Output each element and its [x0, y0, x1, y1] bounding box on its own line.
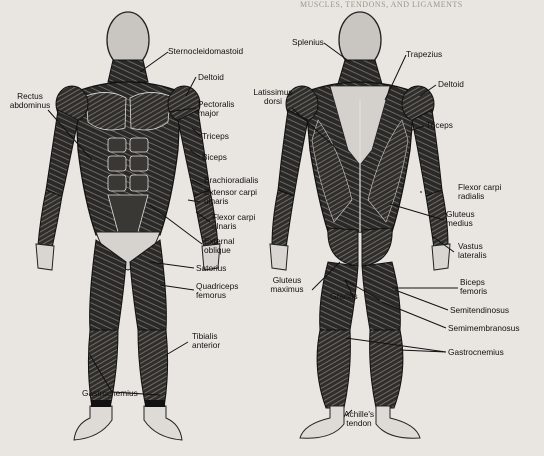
label-flexor-ulnaris-line2: ulnaris: [212, 222, 255, 231]
anterior-forearm-left: [38, 190, 62, 248]
label-brachioradialis: Brachioradialis: [204, 176, 258, 185]
label-gluteus-maximus: Gluteus maximus: [264, 276, 310, 294]
label-trapezius: Trapezius: [406, 50, 442, 59]
posterior-glute-left: [328, 228, 358, 266]
label-extensor-line2: ulnaris: [204, 197, 257, 206]
label-biceps-femoris: Biceps femoris: [460, 278, 487, 296]
label-external-oblique: External oblique: [204, 237, 234, 255]
label-flexor-carpi-radialis: Flexor carpi radialis: [458, 183, 501, 201]
posterior-thigh-right: [362, 262, 400, 330]
label-rectus-abdominus-line2: abdominus: [8, 101, 52, 110]
label-splenius: Splenius: [292, 38, 324, 47]
anterior-upper-arm-left: [46, 110, 78, 196]
label-triceps-posterior: Triceps: [426, 121, 453, 130]
posterior-foot-right: [376, 406, 420, 438]
label-sternocleidomastoid: Sternocleidomastoid: [168, 47, 243, 56]
anterior-figure: [36, 12, 220, 440]
label-tibialis-line2: anterior: [192, 341, 220, 350]
label-semitendinosus: Semitendinosus: [450, 306, 509, 315]
label-flexor-carpi-ulnaris: Flexor carpi ulnaris: [212, 213, 255, 231]
label-gastrocnemius-anterior: Gastrocnemius: [82, 389, 138, 398]
label-biceps: Biceps: [202, 153, 227, 162]
posterior-calf-left: [317, 330, 350, 408]
label-flexor-radialis-line2: radialis: [458, 192, 501, 201]
label-gracilis: Gracilis: [330, 292, 358, 301]
anterior-pec-right: [130, 92, 170, 130]
label-gluteus-medius: Gluteus medius: [446, 210, 475, 228]
posterior-forearm-left: [272, 190, 294, 248]
posterior-glute-right: [362, 228, 392, 266]
label-vastus-line2: lateralis: [458, 251, 487, 260]
anterior-foot-right: [144, 406, 182, 440]
label-gluteus-medius-line2: medius: [446, 219, 475, 228]
posterior-upper-arm-left: [278, 110, 308, 196]
label-gluteus-maximus-line2: maximus: [264, 285, 310, 294]
label-deltoid-posterior: Deltoid: [438, 80, 464, 89]
label-pectoralis-major: Pectoralis major: [198, 100, 234, 118]
posterior-neck: [338, 60, 382, 84]
label-extensor-carpi-ulnaris: Extensor carpi ulnaris: [204, 188, 257, 206]
label-triceps-anterior: Triceps: [202, 132, 229, 141]
label-tibialis-anterior: Tibialis anterior: [192, 332, 220, 350]
label-external-oblique-line2: oblique: [204, 246, 234, 255]
label-pectoralis-line2: major: [198, 109, 234, 118]
label-latissimus-dorsi: Latissimus dorsi: [250, 88, 296, 106]
label-quadriceps-femorus: Quadriceps femorus: [196, 282, 238, 300]
label-gastrocnemius-posterior: Gastrocnemius: [448, 348, 504, 357]
anterior-calf-right: [138, 330, 168, 408]
label-quadriceps-line2: femorus: [196, 291, 238, 300]
label-semimembranosus: Semimembranosus: [448, 324, 519, 333]
label-deltoid-anterior: Deltoid: [198, 73, 224, 82]
label-satorius: Satorius: [196, 264, 226, 273]
label-latissimus-line2: dorsi: [250, 97, 296, 106]
anterior-foot-left: [74, 406, 112, 440]
label-achilles-line2: tendon: [338, 419, 380, 428]
label-achilles-tendon: Achille's tendon: [338, 410, 380, 428]
label-rectus-abdominus: Rectus abdominus: [8, 92, 52, 110]
label-biceps-femoris-line2: femoris: [460, 287, 487, 296]
label-vastus-lateralis: Vastus lateralis: [458, 242, 487, 260]
posterior-figure: [270, 12, 450, 438]
anterior-pec-left: [86, 92, 126, 130]
